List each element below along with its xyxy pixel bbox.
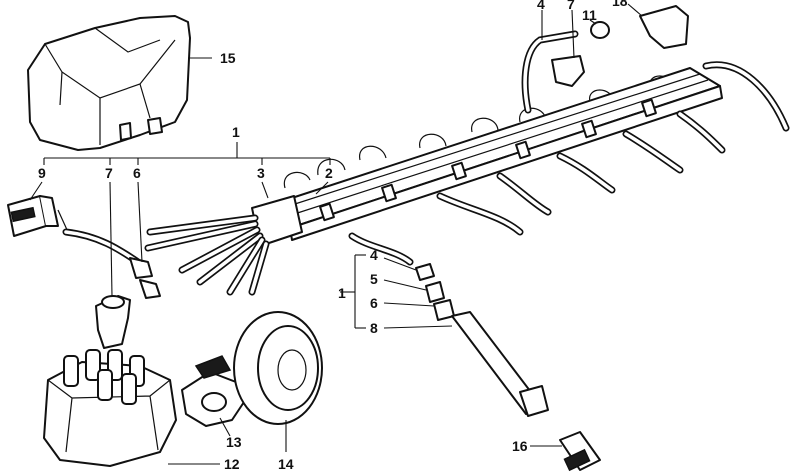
callout-5: 5	[370, 271, 378, 287]
callout-16: 16	[512, 438, 528, 454]
callout-9: 9	[38, 165, 46, 181]
coil-lead-parts	[521, 5, 689, 114]
callout-6-mid: 6	[370, 295, 378, 311]
plug-connector-part	[415, 263, 549, 417]
callout-7-top: 7	[567, 0, 575, 12]
callout-13: 13	[226, 434, 242, 450]
callout-15: 15	[220, 50, 236, 66]
spark-plug-part	[559, 431, 601, 472]
connector-plug-part	[7, 195, 153, 279]
callout-4-top: 4	[537, 0, 545, 12]
callout-7-left: 7	[105, 165, 113, 181]
callout-1-left: 1	[338, 285, 346, 301]
elbow-connector-part	[95, 279, 161, 349]
callout-11: 11	[582, 7, 597, 23]
callout-2: 2	[325, 165, 333, 181]
ignition-cover-part	[27, 15, 191, 151]
ignition-harness-part	[144, 61, 790, 296]
callout-8: 8	[370, 320, 378, 336]
callout-6-left: 6	[133, 165, 141, 181]
callout-3: 3	[257, 165, 265, 181]
distributor-cap-part	[43, 349, 177, 467]
callout-numbers: 15 1 9 7 6 3 2 4 5 1 6 8 4 7 11 18 12 13…	[38, 0, 628, 472]
callout-1-top: 1	[232, 124, 240, 140]
callout-14: 14	[278, 456, 294, 472]
rotor-part	[181, 355, 245, 427]
callout-4-mid: 4	[370, 247, 378, 263]
callout-12: 12	[224, 456, 240, 472]
callout-18: 18	[612, 0, 628, 9]
dust-cover-part	[233, 311, 323, 425]
leader-lines	[29, 3, 643, 465]
